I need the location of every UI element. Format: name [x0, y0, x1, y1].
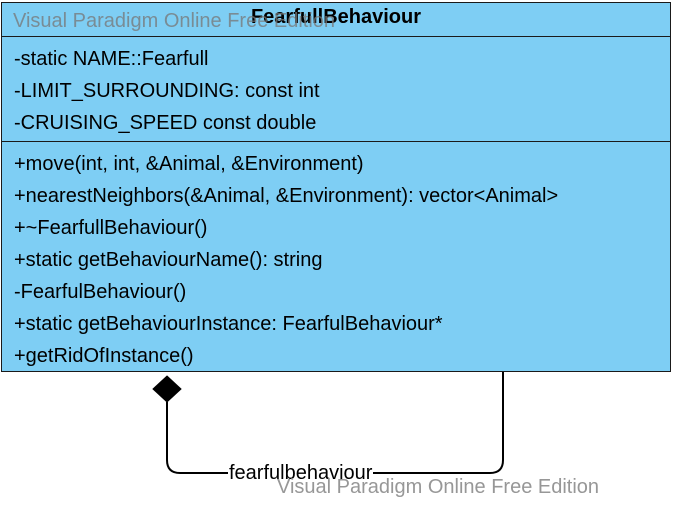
attribute-cruising-speed: -CRUISING_SPEED const double: [14, 112, 317, 134]
operations-section: +move(int, int, &Animal, &Environment) +…: [2, 142, 670, 376]
operation-get-behaviour-instance: +static getBehaviourInstance: FearfulBeh…: [14, 313, 443, 335]
operation-move: +move(int, int, &Animal, &Environment): [14, 153, 364, 175]
class-header: FearfullBehaviour: [2, 3, 670, 37]
association-label: fearfulbehaviour: [228, 462, 374, 485]
attribute-name: -static NAME::Fearfull: [14, 48, 209, 70]
operation-get-rid-of-instance: +getRidOfInstance(): [14, 345, 194, 367]
association-line: [166, 372, 504, 474]
class-fearfullbehaviour[interactable]: FearfullBehaviour -static NAME::Fearfull…: [1, 2, 671, 372]
composition-diamond-icon: [152, 375, 182, 403]
operation-nearest-neighbors: +nearestNeighbors(&Animal, &Environment)…: [14, 185, 559, 207]
operation-get-behaviour-name: +static getBehaviourName(): string: [14, 249, 323, 271]
operation-destructor: +~FearfullBehaviour(): [14, 217, 208, 239]
attribute-limit-surrounding: -LIMIT_SURROUNDING: const int: [14, 80, 320, 102]
watermark-bottom: Visual Paradigm Online Free Edition: [277, 476, 600, 498]
attributes-section: -static NAME::Fearfull -LIMIT_SURROUNDIN…: [2, 37, 670, 142]
class-name: FearfullBehaviour: [250, 6, 422, 28]
watermark-top: Visual Paradigm Online Free Edition: [13, 10, 336, 32]
operation-constructor: -FearfulBehaviour(): [14, 281, 187, 303]
